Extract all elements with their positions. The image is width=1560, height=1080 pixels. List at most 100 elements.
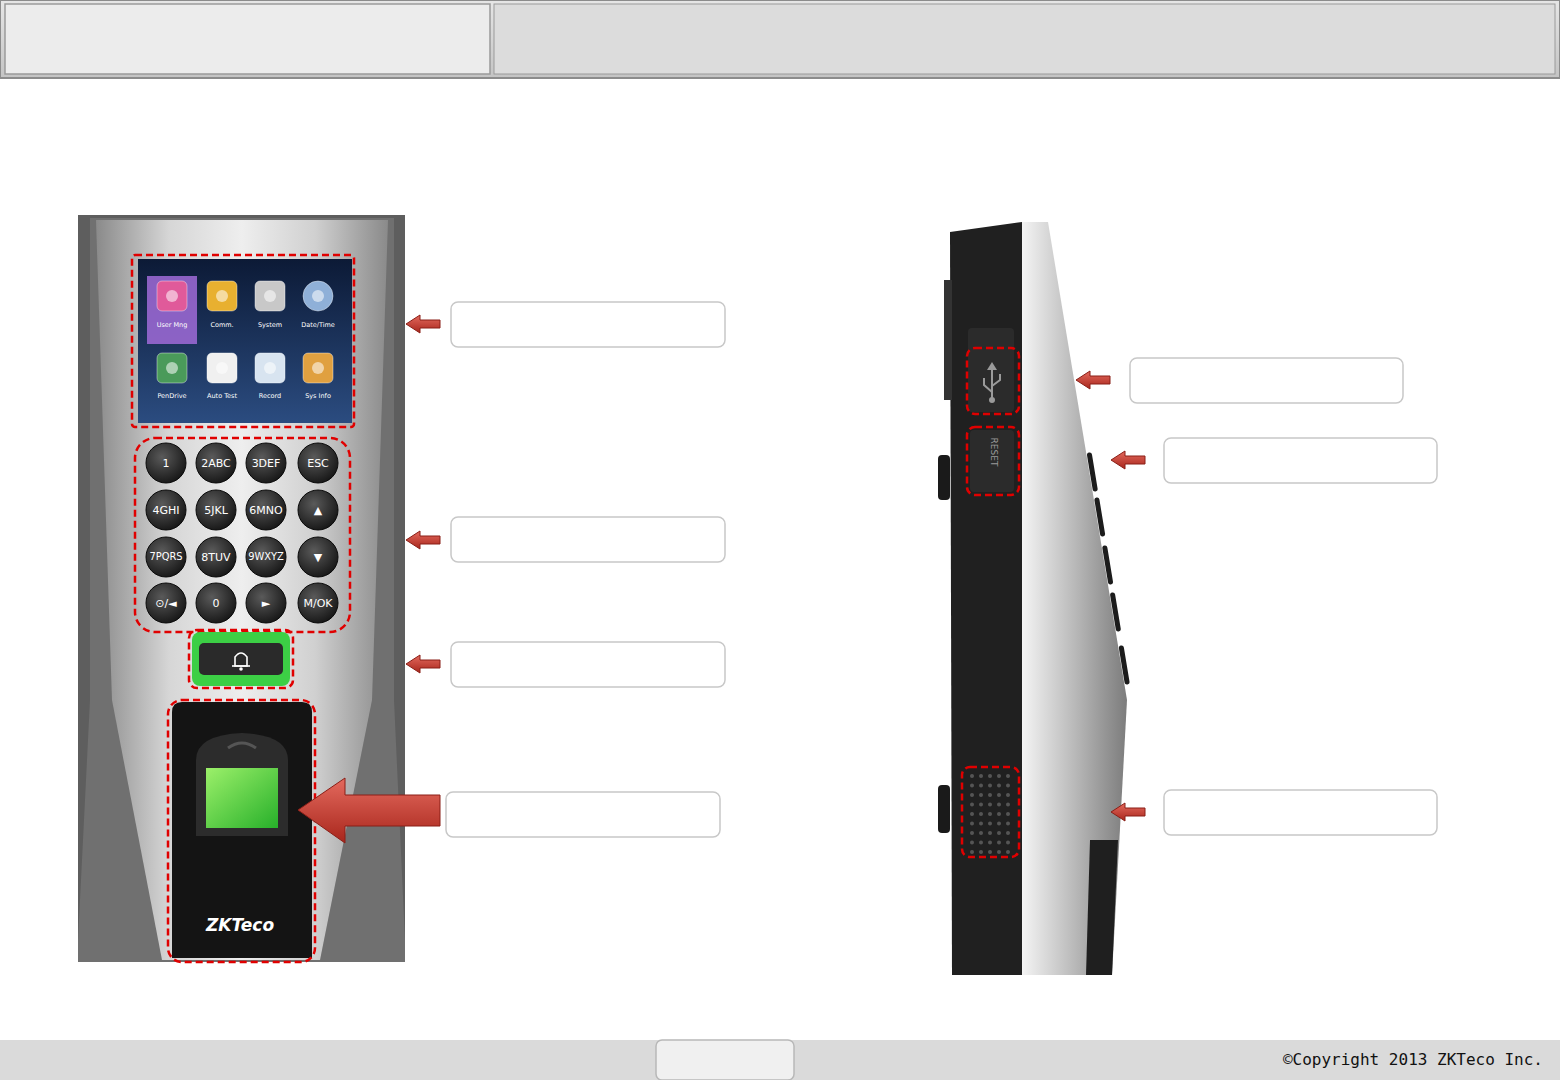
speaker-hole [979, 803, 983, 807]
speaker-hole [970, 812, 974, 816]
speaker-hole [997, 850, 1001, 854]
speaker-hole [988, 803, 992, 807]
keypad-key [146, 443, 186, 483]
menu-icon [303, 353, 333, 383]
brand-logo: ZKTeco [206, 917, 274, 934]
menu-icon [157, 353, 187, 383]
usb-port [968, 328, 1014, 412]
speaker-hole [997, 822, 1001, 826]
speaker-hole [997, 831, 1001, 835]
speaker-hole [988, 850, 992, 854]
keypad-edge [1121, 648, 1127, 682]
speaker-hole [997, 812, 1001, 816]
header-bar [0, 0, 1560, 78]
lcd-screen [138, 259, 352, 423]
keypad-key [246, 490, 286, 530]
speaker-hole [997, 803, 1001, 807]
highlight-frame [962, 767, 1019, 857]
speaker-hole [979, 831, 983, 835]
menu-icon [207, 281, 237, 311]
key-label: 1 [163, 458, 170, 469]
menu-icon [207, 281, 237, 311]
pointer-arrow [406, 315, 440, 673]
speaker-hole [979, 793, 983, 797]
speaker-hole [979, 784, 983, 788]
menu-icon [255, 353, 285, 383]
menu-label: Date/Time [301, 322, 335, 329]
key-label: 0 [213, 598, 220, 609]
pointer-arrow [1076, 371, 1145, 821]
speaker-hole [970, 850, 974, 854]
speaker-hole [988, 831, 992, 835]
key-label: ESC [307, 458, 329, 469]
menu-label: Sys Info [305, 393, 331, 400]
key-label: 5JKL [204, 505, 228, 516]
speaker-hole [979, 822, 983, 826]
highlight-frame [132, 255, 354, 427]
menu-icon [207, 353, 237, 383]
menu-label: Comm. [210, 322, 233, 329]
speaker-hole [988, 822, 992, 826]
menu-label: PenDrive [157, 393, 186, 400]
side-housing [938, 222, 1127, 975]
key-label: 6MNO [249, 505, 282, 516]
menu-icon [303, 281, 333, 311]
menu-icon [312, 362, 324, 374]
menu-label: System [258, 322, 282, 329]
speaker-hole [970, 831, 974, 835]
speaker-hole [997, 774, 1001, 778]
speaker-hole [1006, 831, 1010, 835]
highlight-frame [967, 348, 1019, 414]
keypad-key [246, 537, 286, 577]
menu-icon [216, 362, 228, 374]
menu-icon [264, 290, 276, 302]
speaker-hole [988, 774, 992, 778]
highlight-frame [168, 700, 315, 962]
key-label: 2ABC [201, 458, 231, 469]
key-label: 9WXYZ [248, 552, 284, 562]
menu-icon [157, 281, 333, 383]
doorbell-button [192, 632, 290, 686]
keypad-edge [1105, 548, 1111, 582]
speaker-hole [970, 793, 974, 797]
highlight-frame [189, 630, 293, 688]
keypad-key [146, 537, 186, 577]
footer-bar [0, 1040, 1560, 1080]
speaker-hole [988, 793, 992, 797]
menu-icon [303, 353, 333, 383]
speaker-hole [988, 812, 992, 816]
keypad-key [196, 443, 236, 483]
speaker-hole [979, 841, 983, 845]
key-label: 3DEF [252, 458, 281, 469]
speaker-hole [970, 803, 974, 807]
keypad-edge [1113, 595, 1119, 629]
menu-icon [303, 281, 333, 311]
highlight-frame [967, 427, 1019, 495]
menu-icon [312, 290, 324, 302]
keypad-key [146, 490, 186, 530]
speaker-hole [1006, 822, 1010, 826]
menu-icon [255, 281, 285, 311]
keypad-key [298, 490, 338, 530]
speaker-hole [1006, 793, 1010, 797]
front-housing [78, 215, 405, 962]
port-label: RESET [989, 438, 998, 467]
speaker-hole [988, 784, 992, 788]
speaker-hole [979, 812, 983, 816]
menu-icon [157, 281, 187, 311]
keypad-key [246, 583, 286, 623]
menu-icon [216, 290, 228, 302]
keypad-edge [1090, 455, 1128, 682]
keypad-key [196, 490, 236, 530]
menu-icon [264, 362, 276, 374]
keypad-key [246, 443, 286, 483]
keypad-edge [1097, 500, 1103, 534]
speaker-hole [1006, 841, 1010, 845]
key-label: 4GHI [152, 505, 179, 516]
key-label: ▼ [314, 552, 322, 563]
speaker-hole [1006, 784, 1010, 788]
menu-label: Auto Test [207, 393, 237, 400]
speaker-hole [979, 774, 983, 778]
keypad-key [298, 537, 338, 577]
